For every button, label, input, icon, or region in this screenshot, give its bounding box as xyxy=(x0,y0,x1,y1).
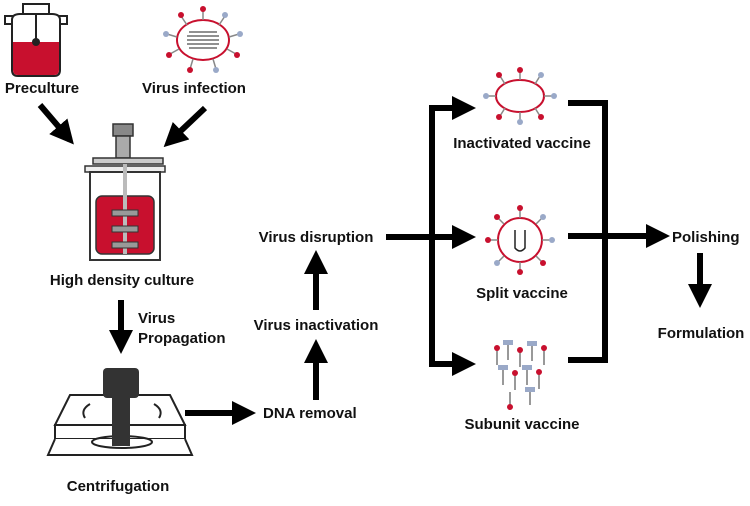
centrifugation-label: Centrifugation xyxy=(66,478,170,495)
arrow-preculture xyxy=(37,103,74,145)
subunit-vaccine-label: Subunit vaccine xyxy=(464,416,580,433)
polishing-label: Polishing xyxy=(672,229,740,246)
virus-inactivation-label: Virus inactivation xyxy=(253,317,379,334)
inactivated-vaccine-label: Inactivated vaccine xyxy=(453,135,591,152)
split-virus-icon xyxy=(485,205,555,275)
virus-infection-label: Virus infection xyxy=(142,80,246,97)
virus-propagation-line2: Propagation xyxy=(138,330,226,347)
centrifuge-icon xyxy=(46,368,194,456)
arrow-inactivated xyxy=(429,96,476,237)
dna-removal-label: DNA removal xyxy=(263,405,357,422)
preculture-label: Preculture xyxy=(4,80,80,97)
virus-propagation-line1: Virus xyxy=(138,310,176,327)
formulation-label: Formulation xyxy=(657,325,745,342)
split-vaccine-label: Split vaccine xyxy=(476,285,568,302)
virus-icon xyxy=(163,6,243,73)
bioreactor-icon xyxy=(84,123,166,261)
flask-icon xyxy=(4,3,68,77)
arrow-virus-infection xyxy=(163,105,208,148)
subunit-proteins-icon xyxy=(494,340,547,410)
bracket xyxy=(568,100,608,363)
high-density-culture-label: High density culture xyxy=(49,272,195,289)
arrow-subunit xyxy=(429,237,476,376)
inactivated-virus-icon xyxy=(483,67,557,125)
virus-disruption-label: Virus disruption xyxy=(258,229,374,246)
